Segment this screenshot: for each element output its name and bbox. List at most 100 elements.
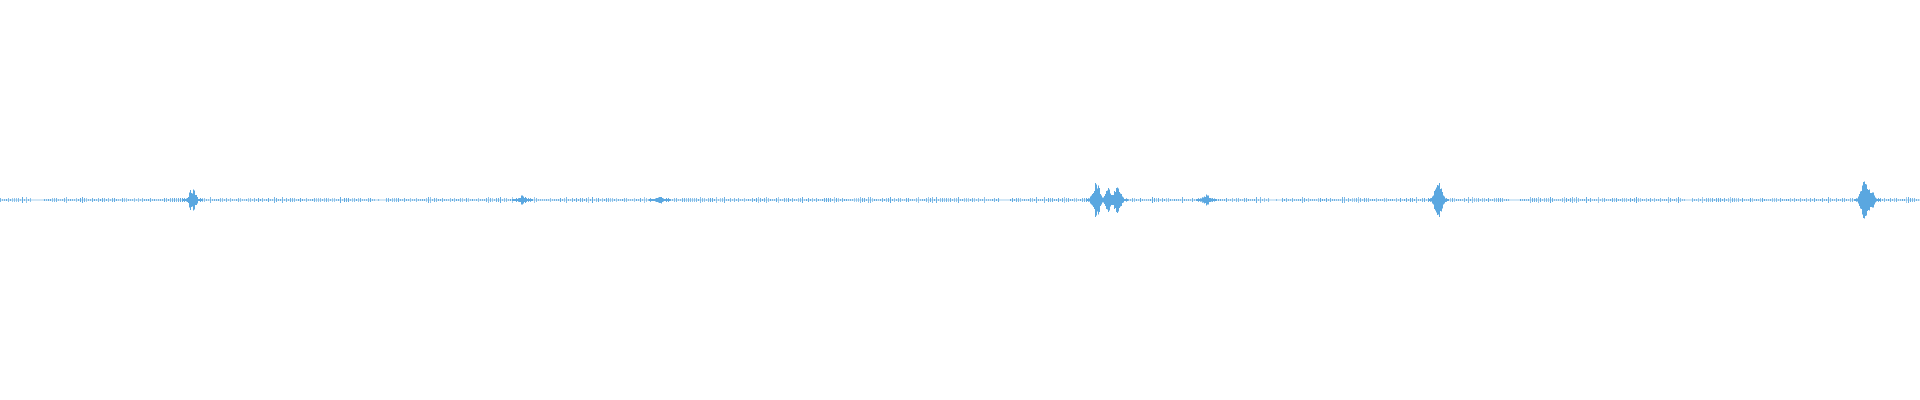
waveform-sample xyxy=(962,199,963,201)
waveform-sample xyxy=(1778,199,1779,201)
waveform-sample xyxy=(1640,198,1641,202)
waveform-sample xyxy=(830,198,831,202)
waveform-sample xyxy=(618,199,619,201)
waveform-sample xyxy=(1082,198,1083,202)
waveform-peak-sample xyxy=(1869,189,1870,211)
waveform-sample xyxy=(414,199,415,201)
waveform-peak-sample xyxy=(515,199,516,201)
waveform-sample xyxy=(1218,199,1219,201)
waveform-sample xyxy=(1882,199,1883,201)
waveform-sample xyxy=(1464,198,1465,202)
waveform-sample xyxy=(116,199,117,201)
waveform-sample xyxy=(836,198,837,202)
waveform-sample xyxy=(1060,199,1061,201)
waveform-sample xyxy=(740,199,741,201)
waveform-sample xyxy=(1254,199,1255,201)
waveform-sample xyxy=(1220,199,1221,201)
waveform-sample xyxy=(1664,199,1665,201)
waveform-sample xyxy=(1634,198,1635,202)
waveform-sample xyxy=(920,199,921,201)
waveform-sample xyxy=(502,199,503,201)
waveform-sample xyxy=(706,199,707,201)
waveform-sample xyxy=(1786,199,1787,201)
waveform-peak-sample xyxy=(659,197,660,203)
waveform-sample xyxy=(870,197,871,203)
waveform-sample xyxy=(946,198,947,202)
waveform-peak-sample xyxy=(1090,196,1091,204)
waveform-sample xyxy=(356,199,357,201)
waveform-sample xyxy=(620,199,621,201)
waveform-sample xyxy=(1534,198,1535,202)
waveform-sample xyxy=(1054,199,1055,201)
waveform-sample xyxy=(940,198,941,202)
waveform-sample xyxy=(1906,197,1907,203)
waveform-peak-sample xyxy=(1438,185,1439,215)
waveform-sample xyxy=(1238,198,1239,202)
waveform-sample xyxy=(308,199,309,201)
waveform-sample xyxy=(1822,198,1823,202)
waveform-sample xyxy=(486,198,487,202)
waveform-peak-sample xyxy=(197,196,198,204)
waveform-sample xyxy=(394,198,395,202)
waveform-peak-sample xyxy=(1439,182,1440,218)
waveform-sample xyxy=(60,199,61,201)
waveform-sample xyxy=(1832,199,1833,201)
waveform-sample xyxy=(840,199,841,201)
waveform-sample xyxy=(1314,199,1315,201)
waveform-sample xyxy=(1454,198,1455,202)
waveform-sample xyxy=(78,199,79,201)
waveform-sample xyxy=(1482,198,1483,202)
waveform-sample xyxy=(880,199,881,201)
waveform-sample xyxy=(1552,198,1553,202)
waveform-sample xyxy=(1174,199,1175,201)
waveform-peak-sample xyxy=(1123,197,1124,203)
waveform-peak-sample xyxy=(1216,199,1217,201)
waveform-sample xyxy=(872,198,873,202)
waveform-sample xyxy=(296,199,297,201)
waveform-sample xyxy=(892,199,893,201)
waveform-sample xyxy=(1744,199,1745,201)
waveform-peak-sample xyxy=(1196,199,1197,201)
waveform-sample xyxy=(1902,199,1903,201)
waveform-sample xyxy=(1048,198,1049,202)
waveform-sample xyxy=(250,198,251,202)
waveform-peak-sample xyxy=(1855,199,1856,201)
waveform-sample xyxy=(1666,199,1667,201)
waveform-sample xyxy=(242,199,243,201)
waveform-sample xyxy=(282,197,283,203)
waveform-sample xyxy=(1774,198,1775,202)
waveform-sample xyxy=(1792,199,1793,201)
waveform-sample xyxy=(12,198,13,202)
waveform-sample xyxy=(386,198,387,202)
waveform-sample xyxy=(1026,199,1027,201)
waveform-sample xyxy=(472,199,473,201)
waveform-sample xyxy=(1508,199,1509,201)
waveform-sample xyxy=(342,199,343,201)
waveform-peak-sample xyxy=(1125,199,1126,201)
waveform-sample xyxy=(234,199,235,201)
waveform-sample xyxy=(1628,199,1629,201)
waveform-sample xyxy=(986,199,987,201)
waveform-sample xyxy=(1292,198,1293,202)
waveform-sample xyxy=(1306,199,1307,201)
waveform-sample xyxy=(844,199,845,201)
waveform-sample xyxy=(1294,199,1295,201)
waveform-sample xyxy=(810,199,811,201)
waveform-sample xyxy=(1730,197,1731,203)
waveform-sample xyxy=(588,197,589,203)
waveform-sample xyxy=(430,197,431,203)
waveform-sample xyxy=(266,199,267,201)
waveform-sample xyxy=(1016,198,1017,202)
waveform-peak-sample xyxy=(524,197,525,203)
waveform-sample xyxy=(902,199,903,201)
waveform-peak-sample xyxy=(194,190,195,210)
waveform-sample xyxy=(286,198,287,202)
waveform-sample xyxy=(1742,198,1743,202)
waveform-sample xyxy=(1622,198,1623,202)
waveform-sample xyxy=(164,198,165,202)
waveform-sample xyxy=(1404,199,1405,201)
waveform-sample xyxy=(216,199,217,201)
waveform-sample xyxy=(434,198,435,202)
waveform-sample xyxy=(1814,198,1815,202)
